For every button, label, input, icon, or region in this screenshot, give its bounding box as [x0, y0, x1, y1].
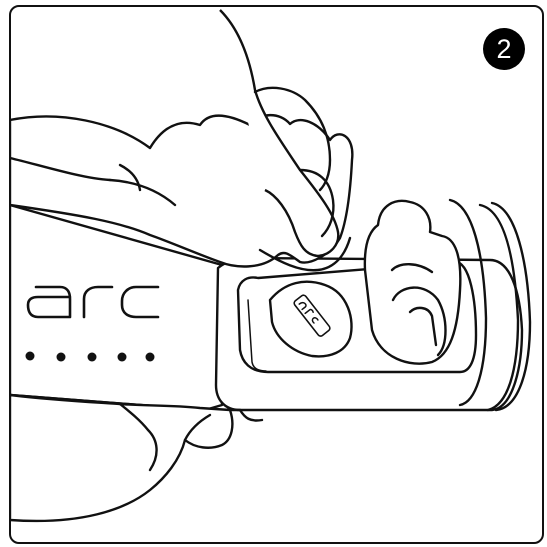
- step-number-badge: 2: [483, 28, 525, 70]
- indicator-light-3: [88, 353, 97, 362]
- indicator-light-1: [26, 352, 35, 361]
- indicator-light-5: [146, 353, 155, 362]
- indicator-light-2: [57, 353, 66, 362]
- indicator-light-4: [118, 353, 127, 362]
- hand-bottom: [10, 395, 262, 521]
